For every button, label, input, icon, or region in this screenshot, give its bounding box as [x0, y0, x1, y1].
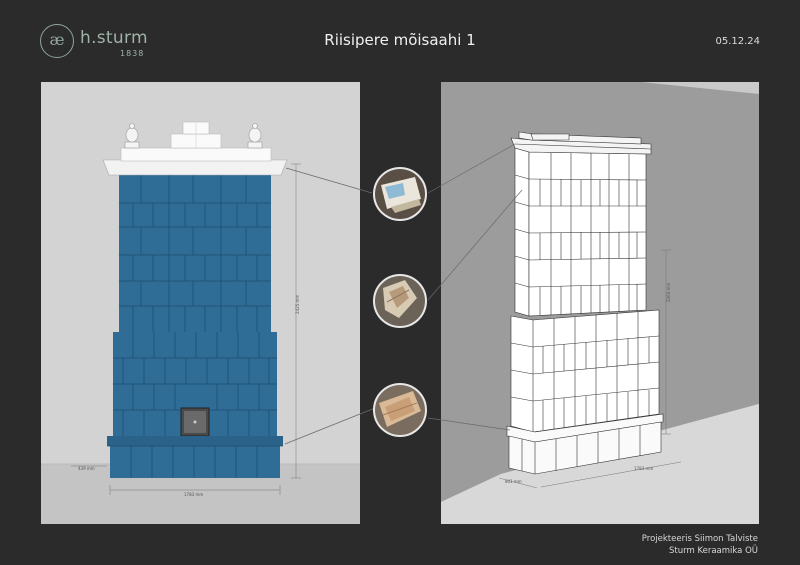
credits-designer: Projekteeris Siimon Talviste: [641, 534, 758, 544]
stove-base: [107, 436, 283, 478]
cornice-detail-photo: [373, 167, 427, 221]
brand-logo: æ h.sturm 1838: [40, 24, 160, 64]
perspective-base: [506, 413, 664, 475]
stove-lower-body: [113, 332, 277, 437]
page-title: Riisipere mõisaahi 1: [324, 31, 476, 49]
credits: Projekteeris Siimon Talviste Sturm Keraa…: [642, 533, 758, 557]
perspective-view-drawing: [441, 82, 759, 524]
perspective-view-panel: 2264 mm 1783 mm 801 mm: [441, 82, 759, 524]
base-tile-detail-photo: [373, 383, 427, 437]
logo-text: h.sturm: [80, 28, 148, 48]
perspective-lower-body: [510, 309, 660, 433]
corner-tile-detail-photo: [373, 274, 427, 328]
logo-year: 1838: [120, 49, 145, 58]
logo-symbol-icon: æ: [40, 24, 74, 58]
front-view-panel: 2425 mm 1783 mm 439 mm: [41, 82, 360, 524]
stove-cornice: [102, 121, 288, 176]
page-date: 05.12.24: [715, 36, 760, 47]
perspective-upper-body: [514, 147, 647, 317]
stove-upper-body: [119, 175, 271, 332]
credits-company: Sturm Keraamika OÜ: [669, 546, 758, 556]
front-view-drawing: [41, 121, 360, 524]
